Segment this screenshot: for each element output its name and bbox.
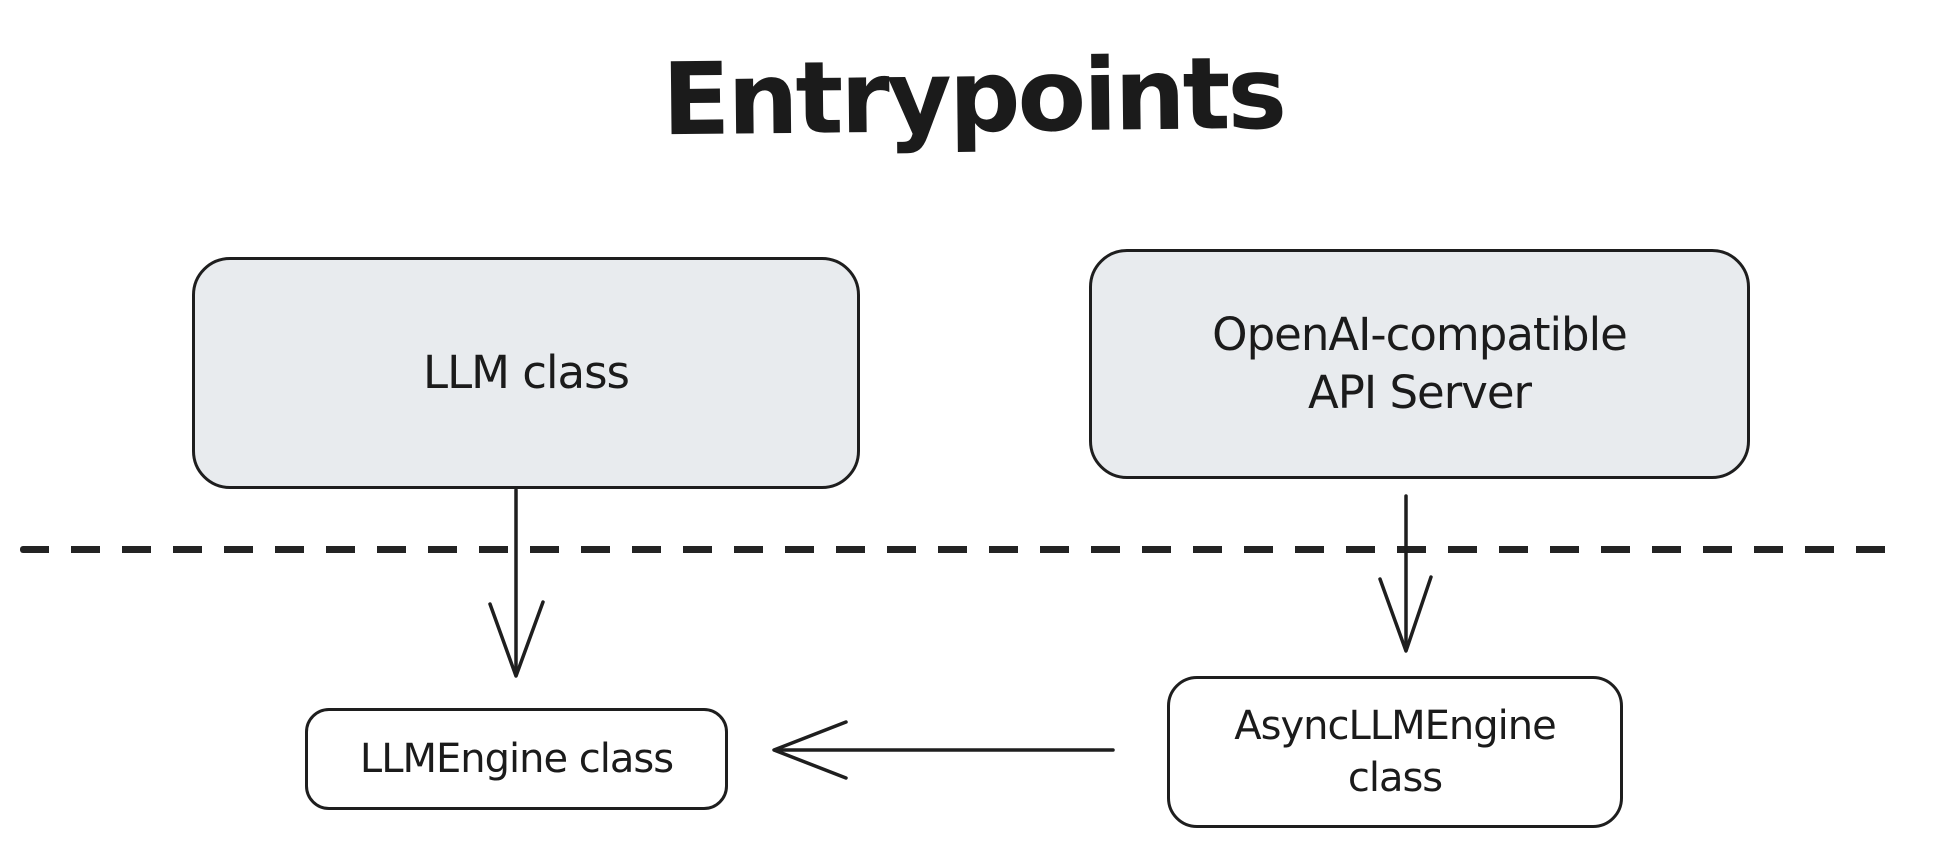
- node-llmengine-class-label: LLMEngine class: [359, 736, 674, 782]
- arrow-llm-to-llmengine: [488, 488, 545, 678]
- node-asyncllmengine-class-label-line1: AsyncLLMEngine: [1234, 703, 1556, 749]
- arrow-asyncllmengine-to-llmengine: [772, 720, 1115, 780]
- node-llmengine-class: LLMEngine class: [305, 708, 728, 810]
- node-llm-class: LLM class: [192, 257, 860, 489]
- node-openai-api-server-label-line2: API Server: [1307, 366, 1532, 419]
- node-llm-class-label: LLM class: [423, 345, 630, 399]
- arrow-apiserver-to-asyncllmengine: [1378, 494, 1433, 653]
- node-openai-api-server: OpenAI-compatible API Server: [1089, 249, 1750, 479]
- diagram-title: Entrypoints: [661, 34, 1285, 159]
- dashed-divider-line: [20, 546, 1891, 553]
- node-asyncllmengine-class: AsyncLLMEngine class: [1167, 676, 1623, 828]
- node-openai-api-server-label-line1: OpenAI-compatible: [1212, 307, 1628, 361]
- node-asyncllmengine-class-label-line2: class: [1347, 755, 1443, 801]
